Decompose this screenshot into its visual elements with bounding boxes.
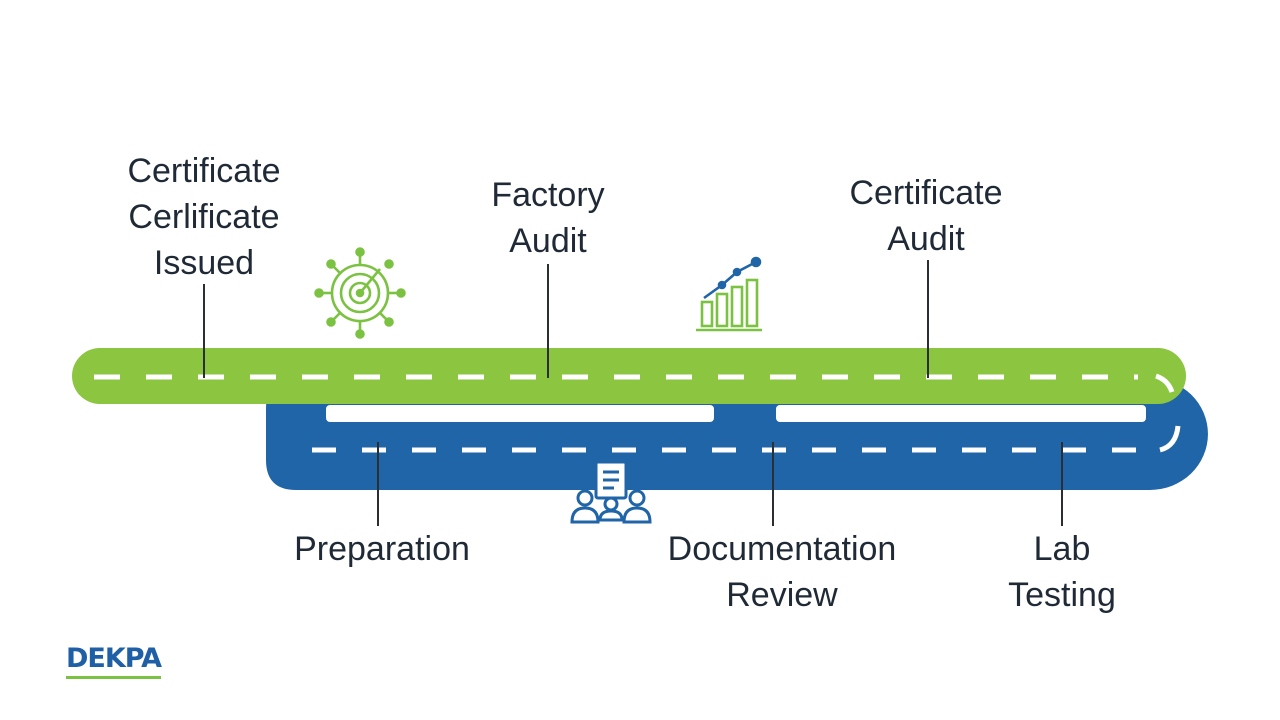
label-documentation-review-line-2: Review: [726, 576, 838, 614]
label-factory-audit-line-2: Audit: [509, 222, 587, 260]
label-certificate-issued: Certificate Cerlificate Issued: [104, 148, 304, 286]
label-certificate-audit: Certificate Audit: [808, 170, 1044, 262]
label-documentation-review-line-1: Documentation: [667, 530, 897, 568]
blue-road-curve-dash: [1159, 425, 1181, 453]
label-certificate-issued-line-1: Certificate: [127, 152, 281, 190]
green-road: [72, 348, 1186, 404]
growth-bar-chart-icon: [696, 256, 762, 332]
label-certificate-audit-line-1: Certificate: [849, 174, 1003, 212]
label-lab-testing: Lab Testing: [972, 526, 1152, 618]
green-road-curve-dash: [1155, 373, 1175, 393]
label-certificate-audit-line-2: Audit: [887, 220, 965, 258]
label-factory-audit: Factory Audit: [448, 172, 648, 264]
label-preparation-line-1: Preparation: [294, 530, 470, 568]
label-lab-testing-line-2: Testing: [1008, 576, 1116, 614]
label-lab-testing-line-1: Lab: [1033, 530, 1091, 568]
target-virus-icon: [314, 247, 406, 339]
label-documentation-review: Documentation Review: [630, 526, 934, 618]
label-certificate-issued-line-3: Issued: [153, 244, 255, 282]
blue-road: [266, 378, 1208, 490]
brand-logo: DEKPA: [66, 645, 162, 679]
team-document-icon: [570, 460, 652, 524]
label-preparation: Preparation: [262, 526, 502, 572]
label-factory-audit-line-1: Factory: [491, 176, 605, 214]
connector-lines: [203, 260, 1063, 526]
blue-road-inner-gap-left: [326, 405, 714, 422]
blue-road-inner-gap-right: [776, 405, 1146, 422]
label-certificate-issued-line-2: Cerlificate: [128, 198, 280, 236]
